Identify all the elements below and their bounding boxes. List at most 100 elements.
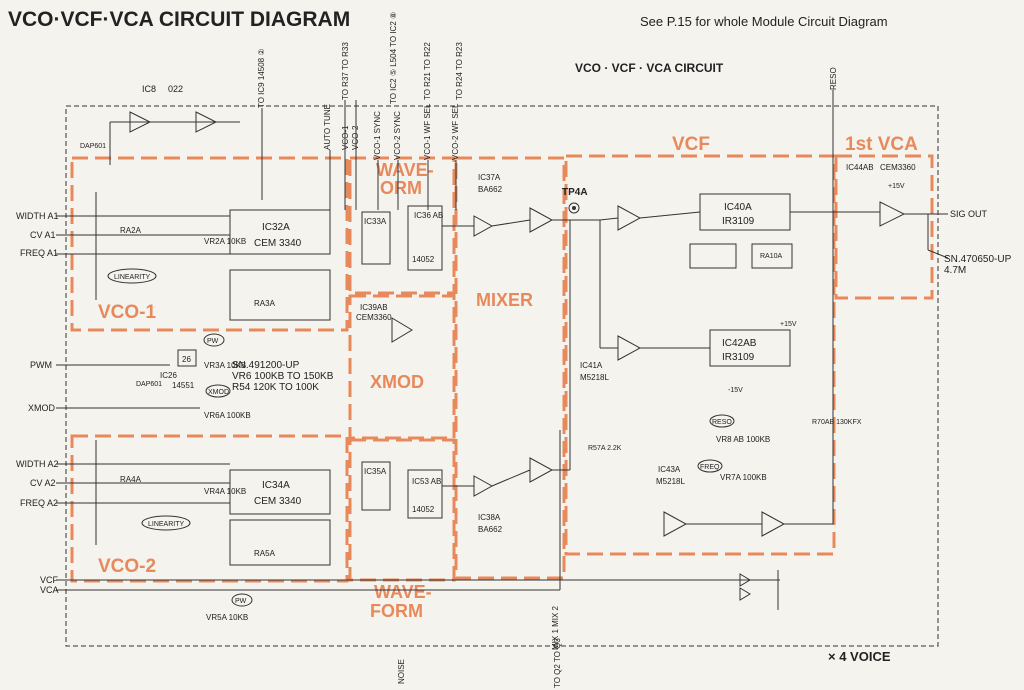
ic26-part: 14551 (172, 381, 195, 390)
top-label-vco1-sync: VCO-1 SYNC (373, 111, 382, 160)
vca-plus: +15V (888, 183, 905, 190)
d9a-diode (739, 573, 751, 587)
label-vco2: VCO-2 (98, 556, 156, 577)
top-label-vco1-wf: VCO-1 WF SEL (423, 103, 432, 160)
ic26-label: IC26 (160, 371, 177, 380)
ra3a-label: RA3A (254, 299, 276, 308)
label-waveform-bot-1: WAVE- (374, 582, 432, 602)
input-vcf: VCF (40, 575, 59, 585)
input-freq-a2: FREQ A2 (20, 498, 58, 508)
input-xmod: XMOD (28, 403, 56, 413)
ic36-box (407, 205, 443, 271)
vr4a-label: VR4A 10KB (204, 487, 246, 496)
ic34a-box (229, 469, 331, 515)
top-label-reso: RESO (829, 67, 838, 90)
dap601-top: DAP601 (80, 143, 106, 150)
linearity-2-label: LINEARITY (148, 521, 185, 528)
tp4a-label: TP4A (562, 187, 588, 198)
bottom-right-network (560, 570, 780, 610)
ic40a-label: IC40A (724, 202, 752, 213)
page-title: VCO·VCF·VCA CIRCUIT DIAGRAM (8, 8, 350, 31)
vca-block: IC44AB CEM3360 SIG OUT SN.470650-UP 4.7M… (846, 163, 1012, 276)
xmod-knob (205, 384, 231, 398)
top-wires (261, 90, 834, 440)
sn491-line3: R54 120K TO 100K (232, 382, 319, 393)
sn470-line1: SN.470650-UP (944, 254, 1012, 265)
ic32a-block: IC32A CEM 3340 RA3A RA2A VR2A 10KB LINEA… (107, 209, 331, 321)
ic40a-sub (689, 243, 737, 269)
ic36-label: IC36 AB (414, 211, 443, 220)
vca-amp (879, 201, 906, 227)
ic37a-part: BA662 (478, 185, 503, 194)
sig-out-label: SIG OUT (950, 209, 988, 219)
input-wires (56, 192, 561, 591)
reso-knob-label: RESO (712, 419, 732, 426)
top-label-vco2-sync: VCO-2 SYNC (393, 111, 402, 160)
ic39ab-amp (391, 317, 413, 343)
waveform-top-ics: IC33A IC36 AB 14052 (361, 205, 443, 271)
vr7a-label: VR7A 100KB (720, 473, 767, 482)
top-labels: TO IC9 14508 ② AUTO TUNE TO R37 TO R33 V… (257, 12, 838, 160)
ic41a-part: M5218L (580, 373, 609, 382)
ic33a-label: IC33A (364, 217, 387, 226)
ic44ab-label: IC44AB (846, 163, 874, 172)
ra5a-label: RA5A (254, 549, 276, 558)
freq-knob-label: FREQ (700, 464, 720, 471)
vcf-plus15: +15V (780, 321, 797, 328)
d8a-diode (739, 587, 751, 601)
ic39ab-label: IC39AB (360, 303, 388, 312)
vcf-wires (599, 211, 850, 525)
input-pwm: PWM (30, 360, 52, 370)
ra2a-label: RA2A (120, 226, 142, 235)
ic8-label: IC8 (142, 84, 156, 94)
ic38a-part: BA662 (478, 525, 503, 534)
input-width-a2: WIDTH A2 (16, 459, 59, 469)
pw-knob-2-label: PW (235, 598, 247, 605)
ic40a-part: IR3109 (722, 216, 755, 227)
ic34a-label: IC34A (262, 480, 290, 491)
ic34a-block: IC34A CEM 3340 RA5A RA4A VR4A 10KB LINEA… (120, 469, 331, 566)
label-xmod: XMOD (370, 372, 424, 392)
pw-knob-1 (203, 333, 225, 347)
ic32a-box (229, 209, 331, 255)
ic35a-label: IC35A (364, 467, 387, 476)
vcf-amp-3 (663, 511, 688, 537)
ic38a-label: IC38A (478, 513, 501, 522)
left-input-labels: WIDTH A1 CV A1 FREQ A1 PWM XMOD WIDTH A2… (16, 211, 59, 595)
section-mixer (454, 156, 566, 580)
circuit-subtitle: VCO · VCF · VCA CIRCUIT (575, 61, 724, 75)
label-vcf: VCF (672, 134, 710, 155)
label-waveform-top-1: WAVE- (376, 160, 434, 180)
vr3a-label: VR3A 10KB (204, 361, 246, 370)
input-width-a1: WIDTH A1 (16, 211, 59, 221)
mixer-wires (442, 219, 600, 487)
ic40a-sub2 (751, 243, 793, 269)
sn491-line2: VR6 100KB TO 150KB (232, 371, 334, 382)
ra10a-label: RA10A (760, 253, 783, 260)
ic39ab-block: IC39AB CEM3360 (356, 303, 413, 343)
label-vca: 1st VCA (845, 134, 918, 155)
ic26-pin-number: 26 (182, 355, 191, 364)
top-label-ic2: TO IC2 ⑤ L504 TO IC2 ⑧ (389, 12, 398, 104)
top-label-vco2-wf: VCO-2 WF SEL (451, 103, 460, 160)
vr8-label: VR8 AB 100KB (716, 435, 770, 444)
ic33a-box (361, 211, 391, 265)
mixer-amp-3 (473, 475, 494, 497)
vcf-amp-4 (761, 511, 786, 537)
section-vco1 (70, 156, 349, 332)
label-mixer: MIXER (476, 290, 533, 310)
pw-knob-2 (231, 593, 253, 607)
ic44ab-part: CEM3360 (880, 163, 916, 172)
linearity-2 (141, 515, 191, 531)
ra4a-label: RA4A (120, 475, 142, 484)
top-label-r37: TO R37 TO R33 (341, 42, 350, 100)
voice-count: × 4 VOICE (828, 649, 891, 664)
top-label-autotune: AUTO TUNE (323, 104, 332, 150)
input-freq-a1: FREQ A1 (20, 248, 58, 258)
vcf-ics: IC40A IR3109 IC42AB IR3109 RA10A IC41A M… (580, 193, 862, 537)
tp4a-point (568, 202, 580, 214)
vco2-network (229, 519, 331, 566)
bottom-labels: NOISE MIX 1 MIX 2 TO Q2 TO Q3 (397, 605, 562, 688)
